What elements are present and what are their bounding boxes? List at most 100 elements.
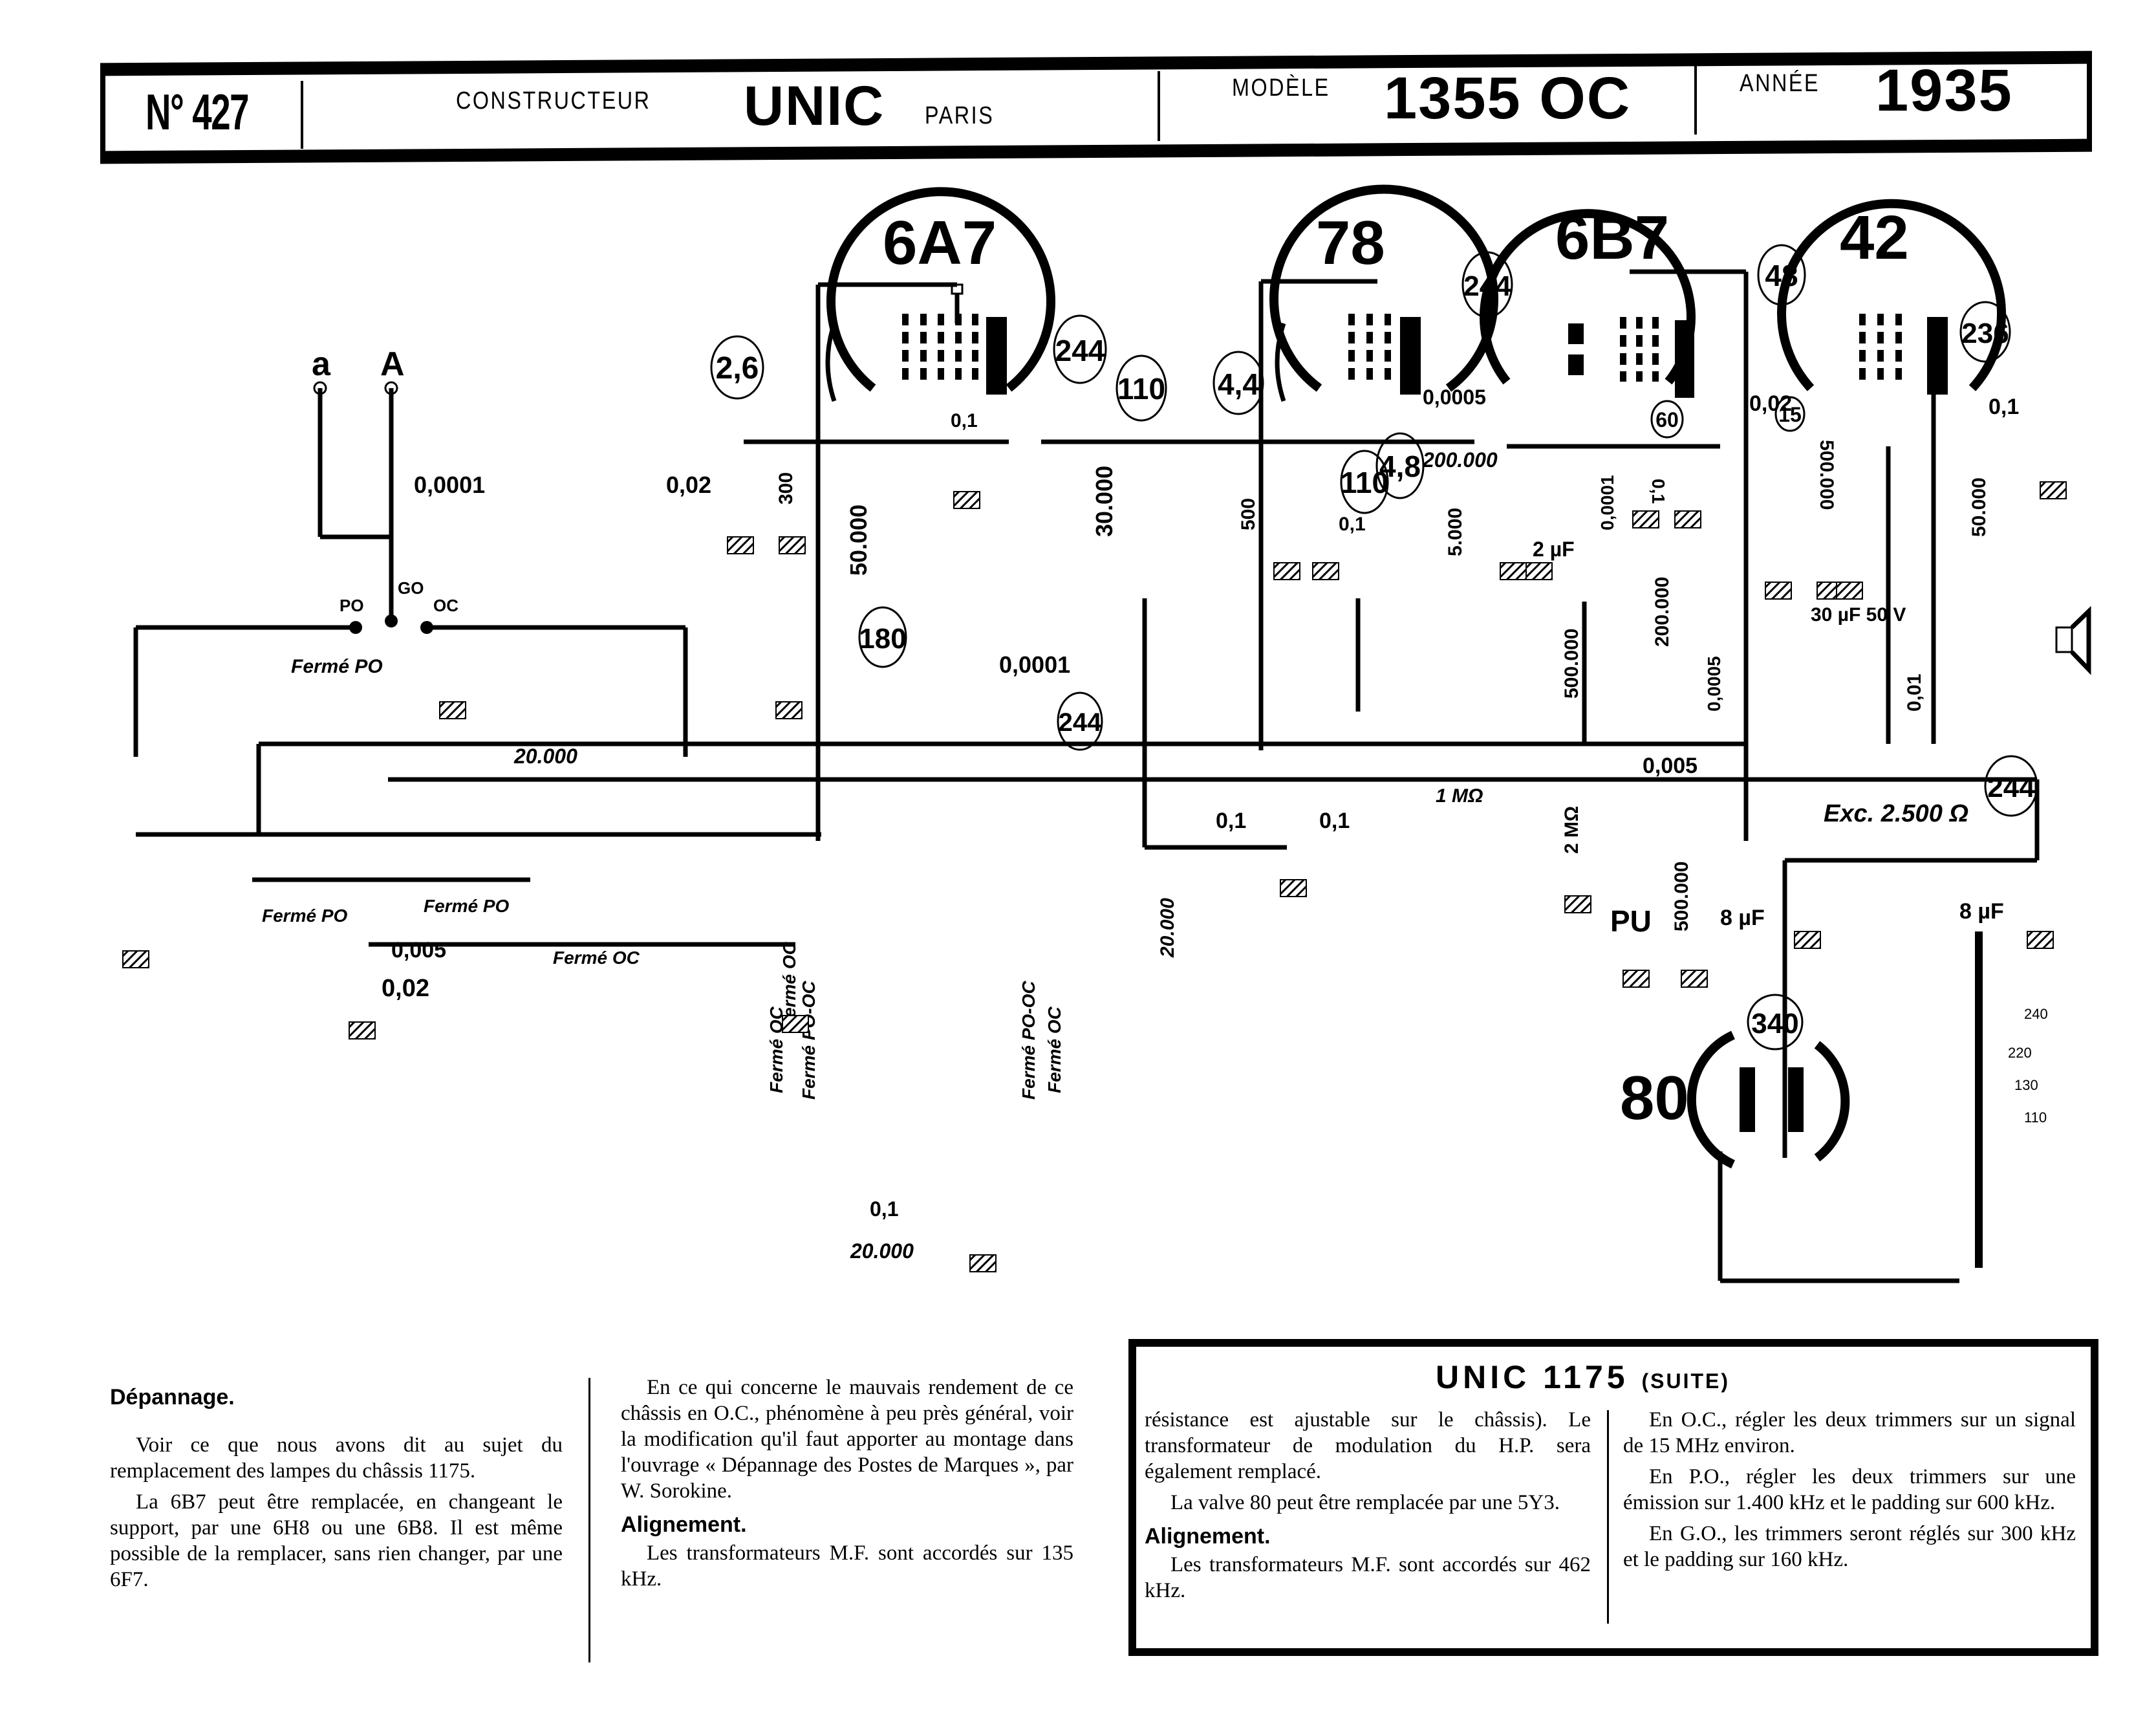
svg-text:60: 60 bbox=[1655, 408, 1679, 431]
svg-text:8 µF: 8 µF bbox=[1720, 906, 1765, 930]
svg-text:0,0001: 0,0001 bbox=[999, 651, 1070, 678]
svg-text:0,0001: 0,0001 bbox=[414, 472, 485, 498]
schematic-diagram: 6A7 78 6B7 42 80 bbox=[122, 184, 2091, 1283]
tube-label-78: 78 bbox=[1316, 208, 1385, 278]
column-divider bbox=[1607, 1410, 1609, 1624]
svg-text:110: 110 bbox=[2024, 1109, 2047, 1126]
depannage-paragraph: La 6B7 peut être remplacée, en changeant… bbox=[110, 1490, 563, 1591]
box-paragraph: La valve 80 peut être remplacée par une … bbox=[1170, 1491, 1560, 1514]
depannage-title: Dépannage. bbox=[110, 1385, 235, 1410]
box-paragraph: En G.O., les trimmers seront réglés sur … bbox=[1623, 1522, 2076, 1571]
voltage-callout: 4,8 bbox=[1375, 432, 1425, 499]
annee-label: ANNÉE bbox=[1740, 70, 1820, 97]
svg-text:2 MΩ: 2 MΩ bbox=[1561, 806, 1582, 854]
header-divider bbox=[1158, 71, 1160, 141]
svg-text:244: 244 bbox=[1055, 334, 1105, 367]
svg-text:Fermé PO: Fermé PO bbox=[291, 656, 383, 677]
voltage-callouts: 2,6 244 110 4,4 244 48 236 110 4,8 60 15… bbox=[710, 244, 2038, 1050]
svg-text:180: 180 bbox=[859, 623, 906, 655]
modele-label: MODÈLE bbox=[1232, 74, 1330, 102]
svg-text:50.000: 50.000 bbox=[1968, 477, 1990, 537]
svg-text:50.000: 50.000 bbox=[845, 505, 872, 576]
header-divider bbox=[301, 81, 303, 149]
voltage-callout: 4,4 bbox=[1213, 351, 1264, 415]
tube-6a7 bbox=[825, 187, 1055, 402]
svg-text:0,0001: 0,0001 bbox=[1597, 475, 1617, 530]
voltage-callout: 15 bbox=[1774, 396, 1806, 432]
svg-text:0,1: 0,1 bbox=[1319, 809, 1350, 833]
box-column-2: En O.C., régler les deux trimmers sur un… bbox=[1623, 1407, 2076, 1578]
svg-text:0,005: 0,005 bbox=[391, 938, 446, 963]
svg-text:244: 244 bbox=[1987, 772, 2035, 803]
svg-text:Fermé PO: Fermé PO bbox=[262, 906, 347, 926]
antenna-label-A: A bbox=[380, 345, 405, 383]
svg-text:0,0005: 0,0005 bbox=[1704, 656, 1724, 712]
svg-text:0,1: 0,1 bbox=[1216, 809, 1246, 833]
svg-text:220: 220 bbox=[2008, 1045, 2032, 1061]
svg-text:PO: PO bbox=[340, 596, 364, 615]
svg-text:0,01: 0,01 bbox=[1904, 674, 1925, 712]
voltage-callout: 244 bbox=[1461, 251, 1513, 318]
voltage-callout: 244 bbox=[1053, 314, 1107, 384]
alignement-title: Alignement. bbox=[621, 1512, 747, 1537]
component-labels: 0,0001 0,02 300 50.000 0,1 30.000 0,0001… bbox=[382, 386, 2048, 1263]
svg-text:244: 244 bbox=[1059, 708, 1102, 737]
tube-label-80: 80 bbox=[1620, 1063, 1689, 1133]
depannage-paragraph: Voir ce que nous avons dit au sujet du r… bbox=[110, 1433, 563, 1483]
svg-text:20.000: 20.000 bbox=[1157, 898, 1178, 958]
svg-text:236: 236 bbox=[1961, 318, 2009, 349]
svg-text:Fermé PO: Fermé PO bbox=[424, 896, 509, 916]
annee-value: 1935 bbox=[1875, 58, 2013, 124]
svg-text:8 µF: 8 µF bbox=[1959, 899, 2004, 924]
voltage-callout: 48 bbox=[1757, 244, 1806, 306]
svg-text:5.000: 5.000 bbox=[1445, 508, 1466, 556]
oc-section: En ce qui concerne le mauvais rendement … bbox=[621, 1375, 1073, 1597]
svg-text:20.000: 20.000 bbox=[513, 745, 577, 768]
constructeur-name: UNIC bbox=[744, 75, 885, 137]
svg-text:4,8: 4,8 bbox=[1379, 450, 1421, 483]
svg-text:Fermé PO-OC: Fermé PO-OC bbox=[1019, 981, 1039, 1100]
svg-text:0,1: 0,1 bbox=[1989, 395, 2019, 419]
svg-text:500.000: 500.000 bbox=[1671, 862, 1692, 931]
svg-text:200.000: 200.000 bbox=[1422, 448, 1498, 472]
svg-text:244: 244 bbox=[1463, 270, 1511, 302]
svg-text:340: 340 bbox=[1751, 1008, 1798, 1040]
svg-text:0,02: 0,02 bbox=[666, 472, 711, 498]
voltage-callout: 2,6 bbox=[710, 335, 764, 400]
unic-1175-box bbox=[1128, 1339, 2098, 1656]
voltage-callout: 60 bbox=[1650, 400, 1684, 439]
antenna-terminals: a A bbox=[312, 345, 405, 395]
svg-text:48: 48 bbox=[1765, 259, 1798, 292]
tube-78 bbox=[1269, 184, 1498, 402]
svg-text:4,4: 4,4 bbox=[1218, 367, 1259, 401]
svg-text:Fermé OC: Fermé OC bbox=[1044, 1006, 1064, 1093]
svg-text:OC: OC bbox=[433, 596, 458, 615]
tube-42 bbox=[1777, 199, 2006, 395]
box-title: UNIC 1175 (SUITE) bbox=[1436, 1359, 1730, 1395]
svg-text:Exc. 2.500 Ω: Exc. 2.500 Ω bbox=[1824, 800, 1968, 827]
oc-paragraph: En ce qui concerne le mauvais rendement … bbox=[621, 1376, 1073, 1503]
svg-text:500: 500 bbox=[1238, 498, 1259, 530]
box-column-1: résistance est ajustable sur le châssis)… bbox=[1145, 1407, 1591, 1609]
box-paragraph: Les transformateurs M.F. sont accordés s… bbox=[1145, 1553, 1591, 1602]
svg-text:300: 300 bbox=[775, 472, 797, 505]
tube-label-6a7: 6A7 bbox=[883, 208, 997, 278]
voltage-callout: 340 bbox=[1747, 994, 1804, 1050]
box-paragraph: résistance est ajustable sur le châssis)… bbox=[1145, 1408, 1591, 1483]
svg-text:Fermé OC: Fermé OC bbox=[553, 948, 640, 968]
voltage-callout: 180 bbox=[858, 606, 907, 668]
band-switch: PO GO OC bbox=[340, 578, 458, 634]
svg-text:Fermé OC: Fermé OC bbox=[779, 941, 799, 1029]
svg-text:0,02: 0,02 bbox=[1749, 391, 1792, 416]
svg-text:130: 130 bbox=[2014, 1077, 2038, 1093]
tube-6b7 bbox=[1480, 209, 1696, 398]
antenna-label-a: a bbox=[312, 345, 331, 383]
constructeur-label: CONSTRUCTEUR bbox=[456, 87, 651, 114]
modele-value: 1355 OC bbox=[1384, 65, 1632, 131]
svg-text:1 MΩ: 1 MΩ bbox=[1436, 785, 1483, 807]
loudspeaker-icon bbox=[2055, 605, 2091, 675]
svg-text:0,1: 0,1 bbox=[870, 1197, 898, 1221]
svg-text:0,1: 0,1 bbox=[1339, 514, 1366, 535]
svg-text:0,1: 0,1 bbox=[1648, 479, 1668, 504]
tube-80 bbox=[1687, 1030, 1850, 1169]
